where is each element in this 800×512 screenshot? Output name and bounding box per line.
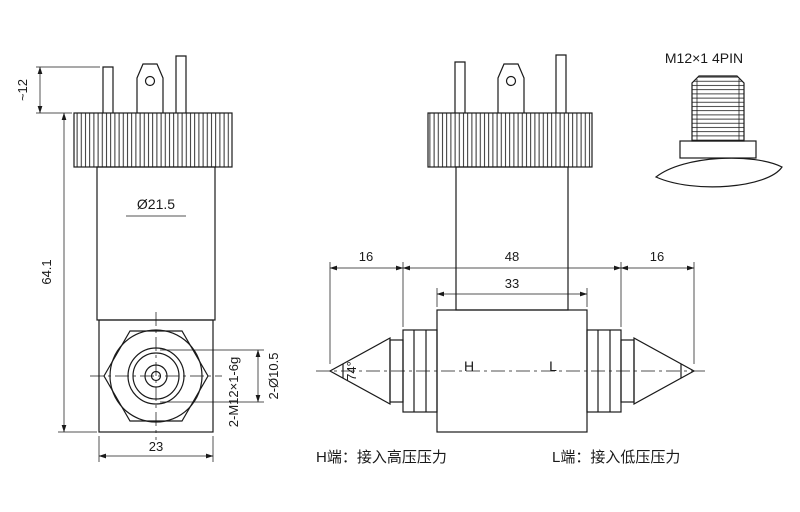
dim-left-port: 16: [359, 249, 373, 264]
dim-total-length: 48: [505, 249, 519, 264]
dim-total-height: 64.1: [39, 259, 54, 284]
connector-detail: M12×1 4PIN: [654, 50, 783, 188]
knurled-cap: [73, 112, 233, 168]
pin-left: [454, 61, 466, 113]
label-port-l: L: [549, 358, 557, 374]
pin-right: [175, 55, 187, 113]
connector-blade: [497, 63, 525, 113]
note-high-pressure: H端：接入高压压力: [316, 449, 447, 466]
label-thread-spec: 2-M12×1-6g: [226, 357, 241, 427]
left-flare-cone: [328, 336, 391, 406]
front-view: Ø21.5 ~12 64.1 23 2-M12×1-6g 2-Ø10.5: [15, 55, 281, 462]
dim-body-diameter: Ø21.5: [137, 196, 175, 212]
dim-pin-height: ~12: [15, 79, 30, 101]
side-view: H L 74° 16 48: [316, 54, 708, 433]
pin-left: [102, 66, 114, 113]
note-low-pressure: L端：接入低压压力: [552, 449, 680, 466]
blade-hole: [144, 75, 156, 87]
notes: H端：接入高压压力 L端：接入低压压力: [316, 449, 680, 466]
label-port-diameter: 2-Ø10.5: [266, 353, 281, 400]
knurled-cap: [427, 112, 593, 168]
connector-flange: [679, 140, 757, 159]
pin-right: [555, 54, 567, 113]
dim-block-length: 33: [505, 276, 519, 291]
label-connector-spec: M12×1 4PIN: [665, 50, 743, 66]
threaded-stud: [691, 75, 745, 142]
connector-nut-profile: [654, 157, 783, 188]
connector-blade: [136, 63, 164, 113]
dim-right-port: 16: [650, 249, 664, 264]
sensor-body: [96, 166, 216, 321]
dim-base-width: 23: [149, 439, 163, 454]
blade-hole: [505, 75, 517, 87]
label-port-h: H: [464, 358, 474, 374]
